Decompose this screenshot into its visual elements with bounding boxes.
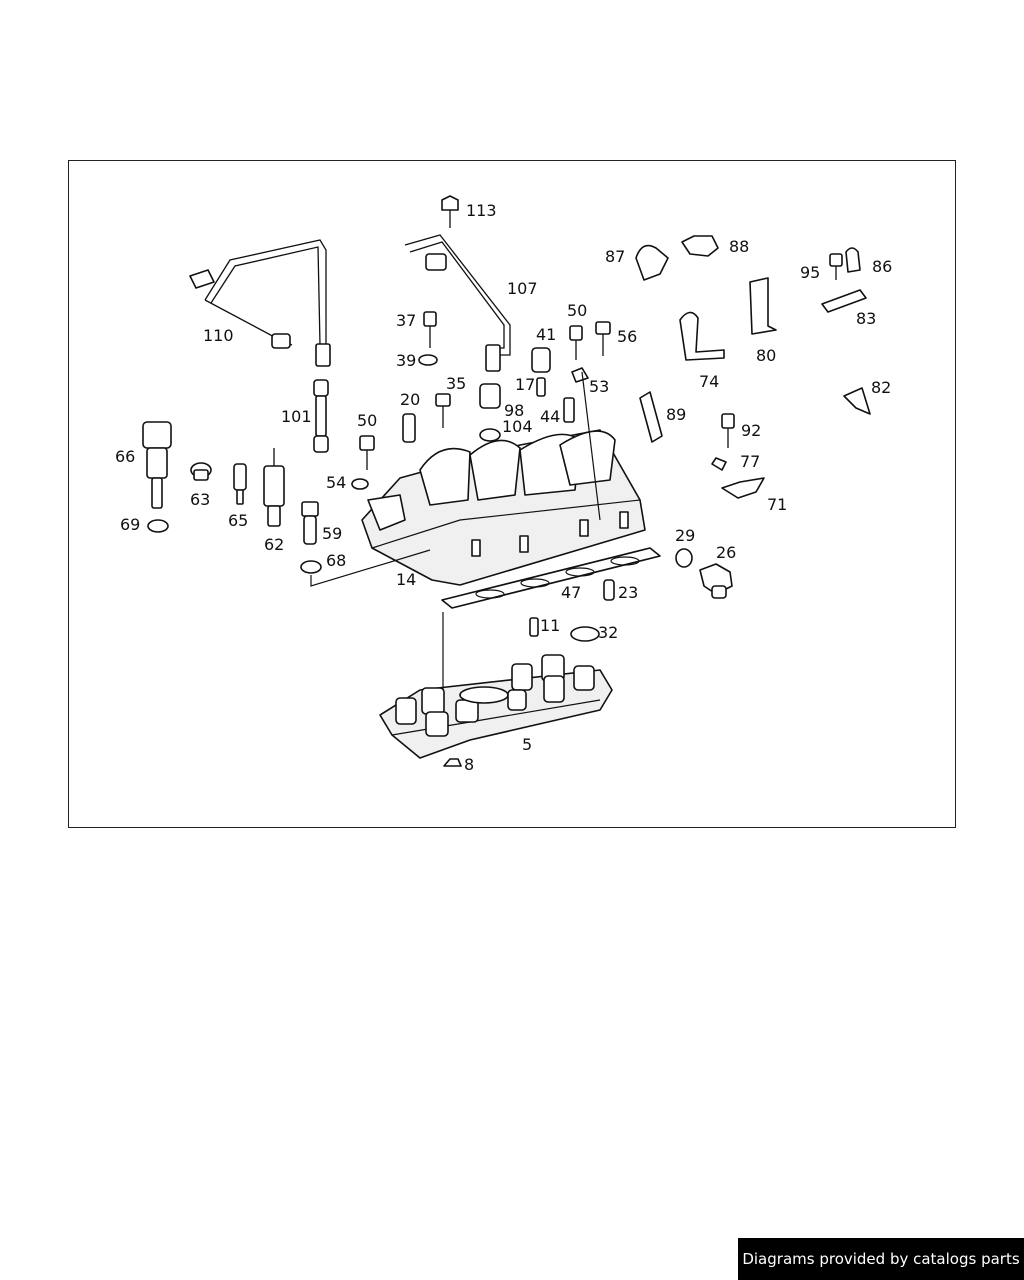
callout-label: 88 bbox=[729, 237, 749, 256]
callout-label: 8 bbox=[464, 755, 474, 774]
callout-label: 101 bbox=[281, 407, 312, 426]
callout-label: 63 bbox=[190, 490, 210, 509]
bracket-82-part bbox=[843, 387, 871, 415]
bracket-80-part bbox=[749, 277, 777, 335]
callout-label: 29 bbox=[675, 526, 695, 545]
callout-label: 56 bbox=[617, 327, 637, 346]
clip-88-part bbox=[681, 235, 719, 257]
credit-footer: Diagrams provided by catalogs parts bbox=[738, 1238, 1024, 1280]
callout-label: 17 bbox=[515, 375, 535, 394]
sleeve-part bbox=[402, 347, 615, 642]
callout-label: 41 bbox=[536, 325, 556, 344]
callout-label: 113 bbox=[466, 201, 497, 220]
callout-label: 89 bbox=[666, 405, 686, 424]
callout-label: 110 bbox=[203, 326, 234, 345]
callout-label: 11 bbox=[540, 616, 560, 635]
callout-label: 86 bbox=[872, 257, 892, 276]
fitting-63-65-part bbox=[190, 462, 247, 505]
fitting-98-part bbox=[479, 383, 575, 423]
callout-label: 35 bbox=[446, 374, 466, 393]
callout-label: 107 bbox=[507, 279, 538, 298]
sensor-62-part bbox=[263, 448, 285, 527]
sensor-59-part bbox=[301, 501, 319, 545]
plug-26-part bbox=[699, 563, 733, 599]
callout-label: 80 bbox=[756, 346, 776, 365]
callout-label: 66 bbox=[115, 447, 135, 466]
sensor-66-part bbox=[142, 421, 172, 509]
connector-101-part bbox=[313, 379, 329, 453]
callout-label: 5 bbox=[522, 735, 532, 754]
callout-label: 39 bbox=[396, 351, 416, 370]
callout-label: 98 bbox=[504, 401, 524, 420]
callout-label: 68 bbox=[326, 551, 346, 570]
callout-label: 50 bbox=[357, 411, 377, 430]
leader-lines bbox=[310, 371, 601, 690]
callout-label: 62 bbox=[264, 535, 284, 554]
callout-label: 37 bbox=[396, 311, 416, 330]
callout-label: 23 bbox=[618, 583, 638, 602]
callout-label: 26 bbox=[716, 543, 736, 562]
callout-label: 95 bbox=[800, 263, 820, 282]
clip-86-part bbox=[845, 247, 861, 273]
callout-label: 54 bbox=[326, 473, 346, 492]
bracket-89-part bbox=[639, 391, 663, 443]
callout-label: 87 bbox=[605, 247, 625, 266]
bracket-74-part bbox=[679, 311, 725, 361]
clip-77-part bbox=[711, 457, 727, 471]
callout-label: 104 bbox=[502, 417, 533, 436]
bolt-part bbox=[359, 195, 843, 470]
callout-label: 69 bbox=[120, 515, 140, 534]
bracket-71-part bbox=[721, 477, 765, 499]
upper-manifold-part bbox=[361, 429, 646, 586]
callout-label: 74 bbox=[699, 372, 719, 391]
callout-label: 59 bbox=[322, 524, 342, 543]
diagram-frame bbox=[68, 160, 956, 828]
callout-label: 65 bbox=[228, 511, 248, 530]
fuel-line-107-part bbox=[404, 234, 511, 372]
callout-label: 82 bbox=[871, 378, 891, 397]
callout-label: 47 bbox=[561, 583, 581, 602]
clip-53-part bbox=[571, 367, 589, 383]
callout-label: 20 bbox=[400, 390, 420, 409]
gasket-part bbox=[441, 547, 661, 609]
callout-label: 14 bbox=[396, 570, 416, 589]
lower-manifold-part bbox=[379, 654, 613, 759]
callout-label: 77 bbox=[740, 452, 760, 471]
callout-label: 71 bbox=[767, 495, 787, 514]
callout-label: 83 bbox=[856, 309, 876, 328]
fuel-line-110-part bbox=[189, 239, 331, 367]
bracket-83-part bbox=[821, 289, 867, 313]
washer-part bbox=[147, 354, 693, 574]
callout-label: 32 bbox=[598, 623, 618, 642]
callout-label: 44 bbox=[540, 407, 560, 426]
callout-label: 50 bbox=[567, 301, 587, 320]
callout-label: 53 bbox=[589, 377, 609, 396]
plug-part bbox=[443, 758, 462, 767]
callout-label: 92 bbox=[741, 421, 761, 440]
clip-87-part bbox=[635, 244, 669, 281]
